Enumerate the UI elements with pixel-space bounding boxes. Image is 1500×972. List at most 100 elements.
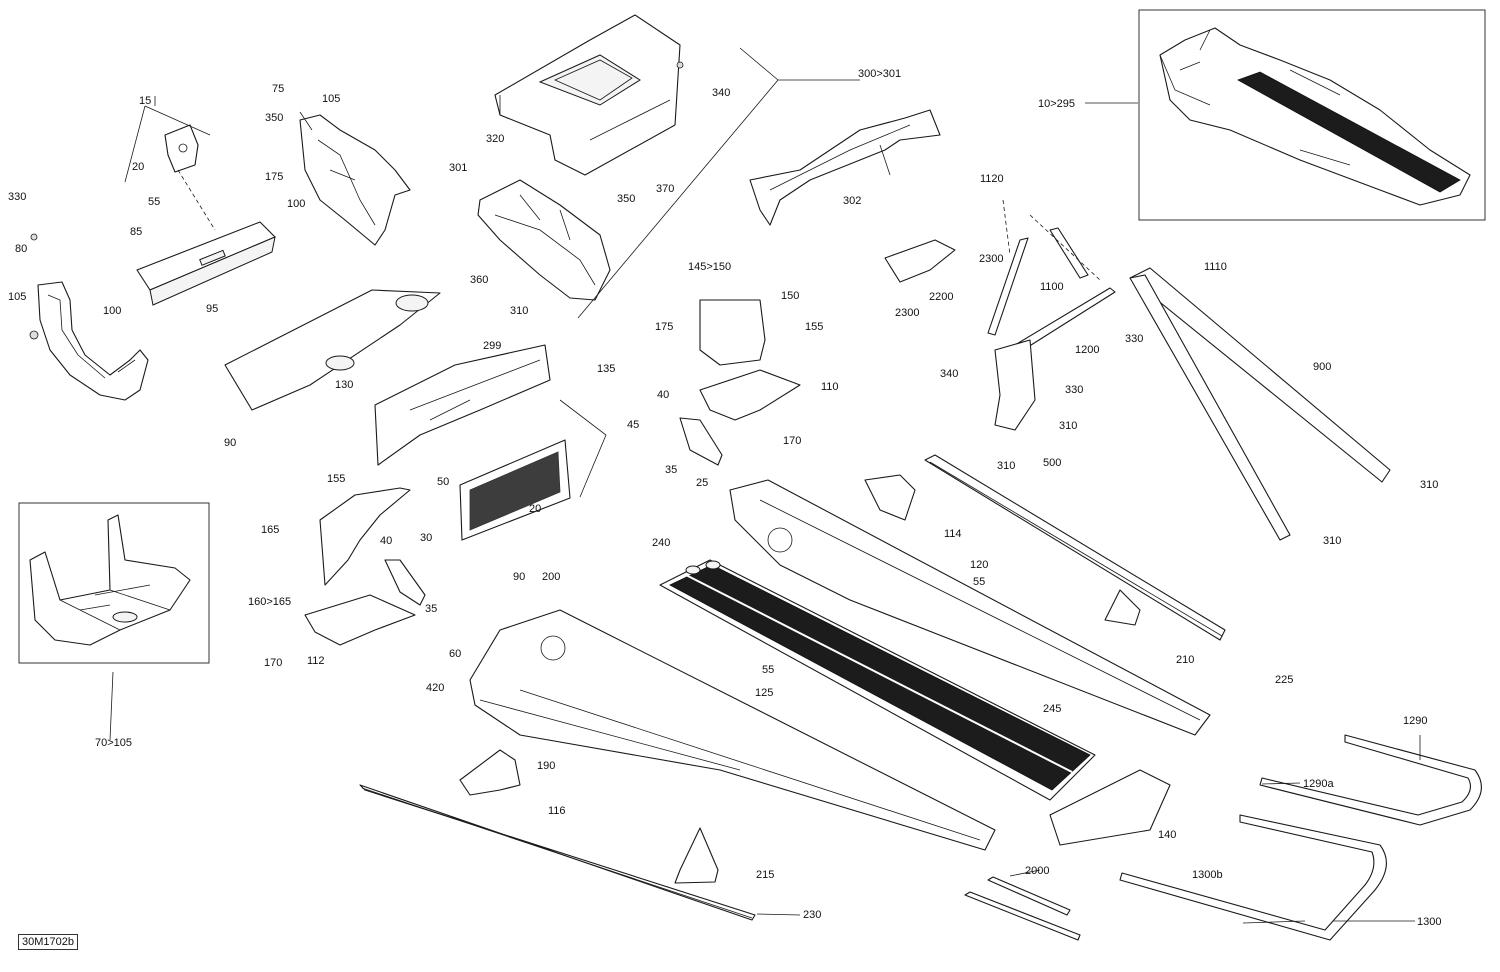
- callout-90: 90: [513, 571, 525, 583]
- callout-35: 35: [425, 603, 437, 615]
- callout-114: 114: [944, 528, 962, 540]
- callout-40: 40: [380, 535, 392, 547]
- callout-20: 20: [529, 503, 541, 515]
- callout-labels: 15 20 55 85 100 100 95 175 330 80 105 75…: [8, 68, 1441, 928]
- rear-bumper-loops: [964, 734, 1482, 941]
- callout-125: 125: [755, 687, 773, 699]
- callout-299: 299: [483, 340, 501, 352]
- callout-70-105: 70>105: [95, 737, 132, 749]
- callout-200: 200: [542, 571, 560, 583]
- callout-210: 210: [1176, 654, 1194, 666]
- callout-370: 370: [656, 183, 674, 195]
- callout-245: 245: [1043, 703, 1061, 715]
- callout-105: 105: [8, 291, 26, 303]
- callout-2300: 2300: [979, 253, 1003, 265]
- callout-130: 130: [335, 379, 353, 391]
- callout-145-150: 145>150: [688, 261, 731, 273]
- front-plate: [136, 221, 276, 306]
- callout-120: 120: [970, 559, 988, 571]
- callout-55: 55: [973, 576, 985, 588]
- callout-350: 350: [617, 193, 635, 205]
- callout-135: 135: [597, 363, 615, 375]
- callout-340: 340: [712, 87, 730, 99]
- callout-20: 20: [132, 161, 144, 173]
- radiator: [459, 439, 571, 541]
- callout-55: 55: [762, 664, 774, 676]
- callout-2300: 2300: [895, 307, 919, 319]
- callout-165: 165: [261, 524, 279, 536]
- callout-35: 35: [665, 464, 677, 476]
- callout-2200: 2200: [929, 291, 953, 303]
- callout-1300: 1300: [1417, 916, 1441, 928]
- callout-310: 310: [997, 460, 1015, 472]
- callout-310: 310: [1420, 479, 1438, 491]
- callout-25: 25: [696, 477, 708, 489]
- tunnel-left-side: [469, 609, 996, 851]
- callout-190: 190: [537, 760, 555, 772]
- floor-plate: [224, 289, 441, 411]
- callout-85: 85: [130, 226, 142, 238]
- callout-90: 90: [224, 437, 236, 449]
- callout-175: 175: [655, 321, 673, 333]
- callout-300-301: 300>301: [858, 68, 901, 80]
- small-brackets: [459, 474, 1171, 884]
- callout-15: 15: [139, 95, 151, 107]
- callout-340: 340: [940, 368, 958, 380]
- callout-330: 330: [1065, 384, 1083, 396]
- tunnel-right-side: [729, 479, 1211, 736]
- callout-55: 55: [148, 196, 160, 208]
- callout-1200: 1200: [1075, 344, 1099, 356]
- inset-front-assembly: [18, 502, 210, 664]
- callout-1110: 1110: [1204, 261, 1227, 273]
- callout-350: 350: [265, 112, 283, 124]
- steering-support: [477, 179, 611, 301]
- callout-40: 40: [657, 389, 669, 401]
- callout-170: 170: [783, 435, 801, 447]
- rear-suspension: [987, 227, 1391, 541]
- callout-116: 116: [548, 805, 566, 817]
- callout-302: 302: [843, 195, 861, 207]
- callout-105: 105: [322, 93, 340, 105]
- steering-mount-bracket: [884, 239, 956, 283]
- callout-50: 50: [437, 476, 449, 488]
- diagram-reference-code: 30M1702b: [18, 934, 78, 950]
- callout-10-295: 10>295: [1038, 98, 1075, 110]
- callout-420: 420: [426, 682, 444, 694]
- callout-2000: 2000: [1025, 865, 1049, 877]
- callout-170: 170: [264, 657, 282, 669]
- steering-arm: [749, 109, 941, 226]
- callout-112: 112: [307, 655, 325, 667]
- callout-160-165: 160>165: [248, 596, 291, 608]
- callout-900: 900: [1313, 361, 1331, 373]
- callout-1100: 1100: [1040, 281, 1064, 293]
- callout-155: 155: [327, 473, 345, 485]
- callout-330: 330: [8, 191, 26, 203]
- inset-complete-frame: [1138, 9, 1486, 221]
- callout-75: 75: [272, 83, 284, 95]
- callout-100: 100: [287, 198, 305, 210]
- right-rail: [924, 454, 1226, 641]
- tunnel-heat-exchanger: [659, 559, 1096, 801]
- callout-320: 320: [486, 133, 504, 145]
- side-frame: [299, 111, 411, 246]
- seat-bracket-left: [304, 487, 426, 646]
- callout-60: 60: [449, 648, 461, 660]
- callout-360: 360: [470, 274, 488, 286]
- callout-80: 80: [15, 243, 27, 255]
- callout-95: 95: [206, 303, 218, 315]
- callout-240: 240: [652, 537, 670, 549]
- seat-bracket-right: [679, 299, 801, 466]
- upper-column-box: [494, 14, 684, 176]
- callout-175: 175: [265, 171, 283, 183]
- callout-100: 100: [103, 305, 121, 317]
- callout-215: 215: [756, 869, 774, 881]
- callout-150: 150: [781, 290, 799, 302]
- callout-1120: 1120: [980, 173, 1004, 185]
- callout-225: 225: [1275, 674, 1293, 686]
- leader-lines: [109, 47, 1421, 924]
- callout-500: 500: [1043, 457, 1061, 469]
- callout-310: 310: [1323, 535, 1341, 547]
- upper-bracket: [164, 124, 199, 173]
- callout-30: 30: [420, 532, 432, 544]
